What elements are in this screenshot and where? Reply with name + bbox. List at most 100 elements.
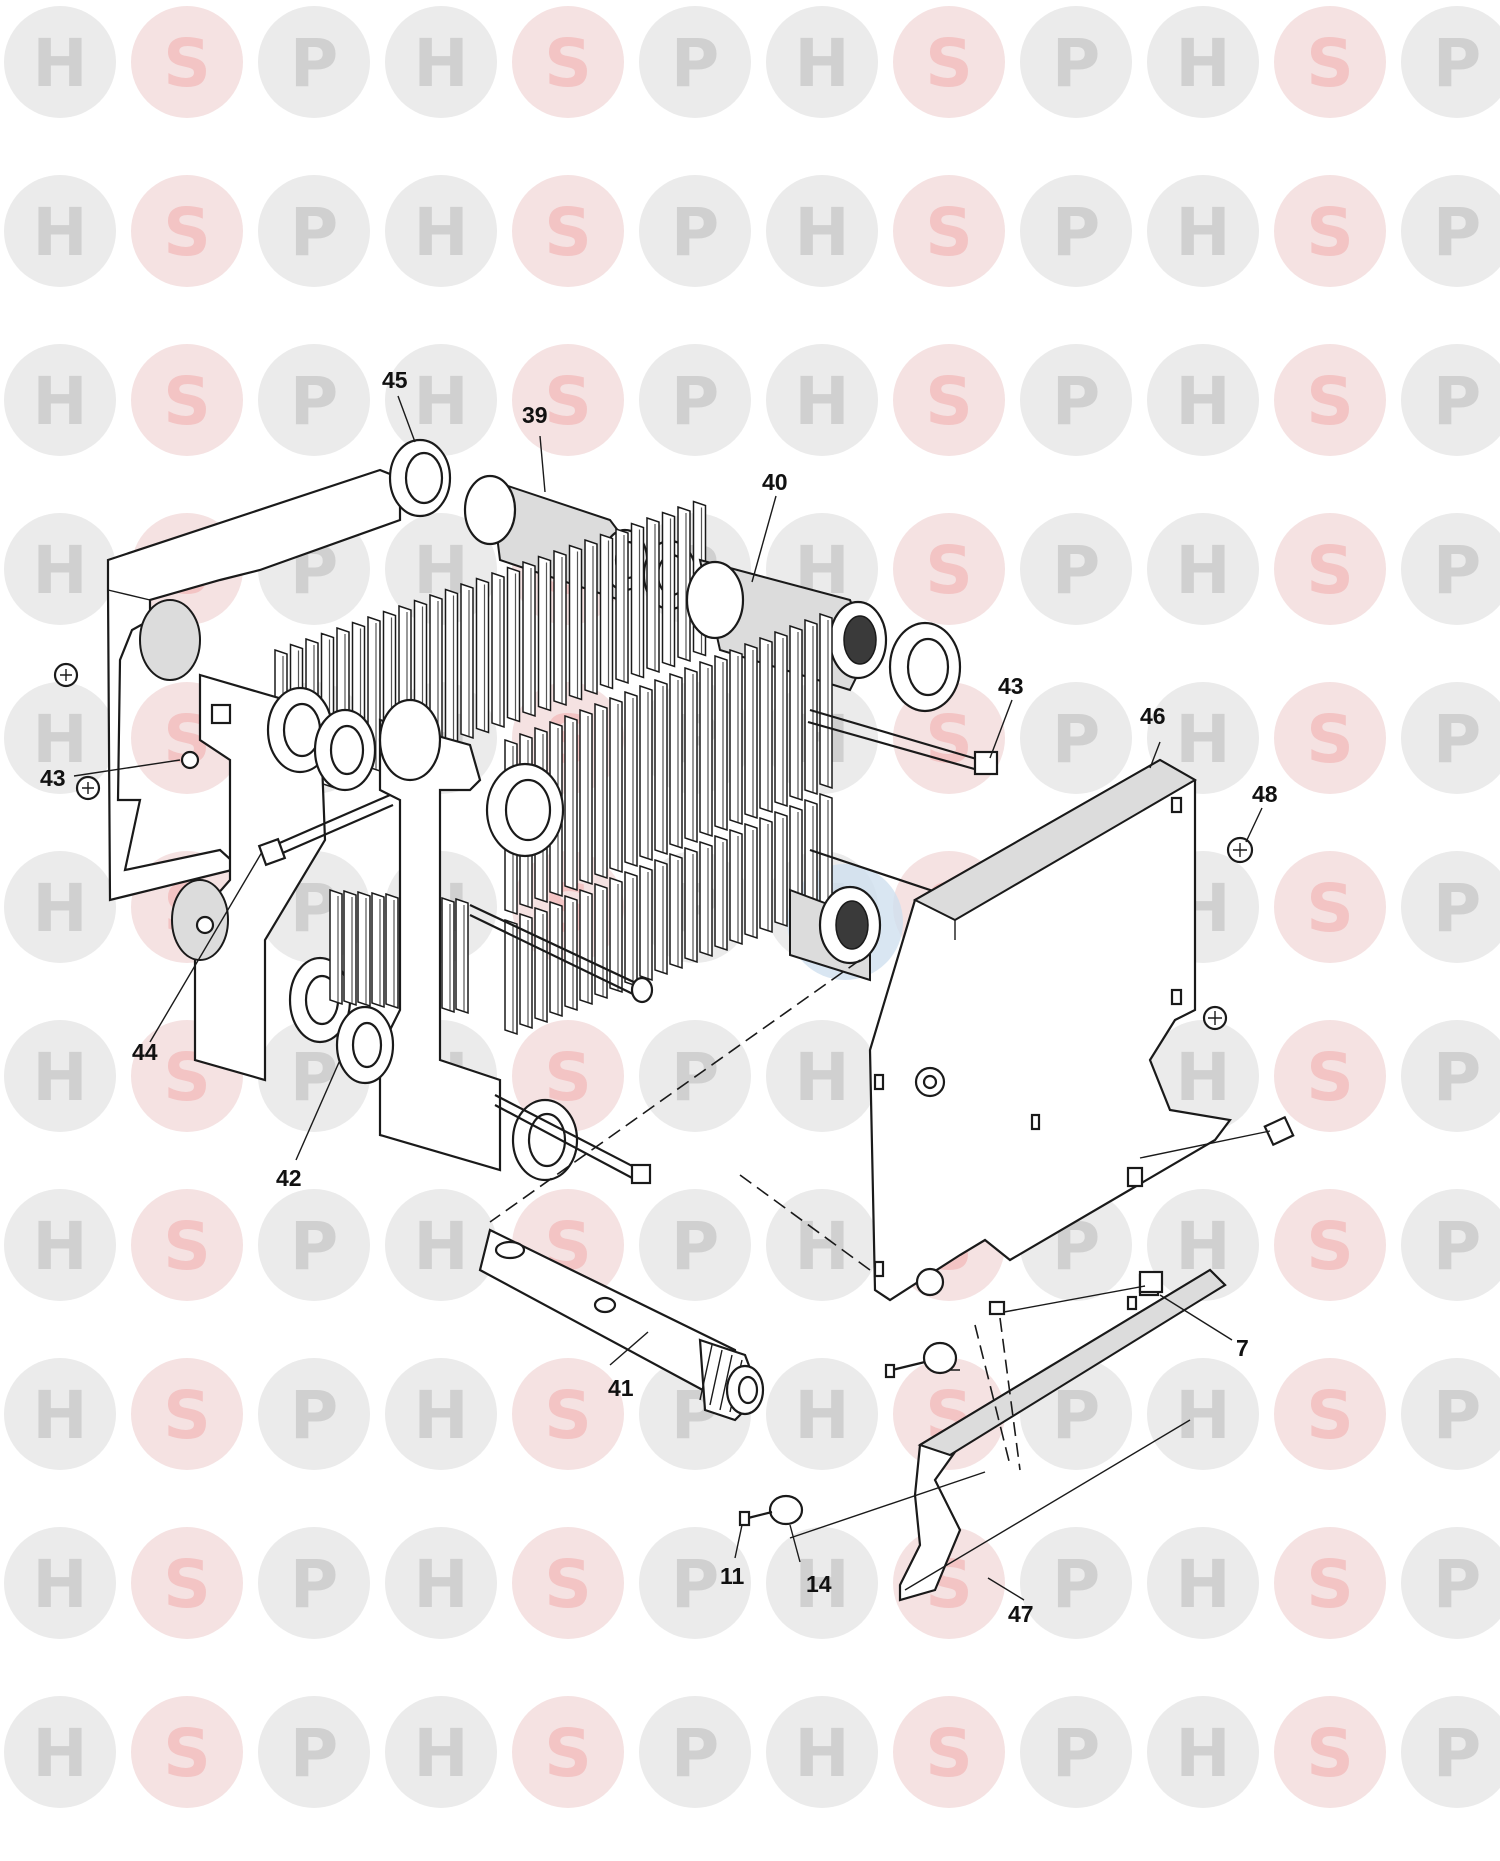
watermark-circle [258, 1696, 370, 1808]
watermark-circle [893, 513, 1005, 625]
watermark-letter: S [1306, 701, 1354, 778]
watermark-circle [893, 344, 1005, 456]
fin [491, 571, 505, 729]
watermark-letter: P [290, 1039, 338, 1116]
watermark-letter: S [163, 1377, 211, 1454]
fin [594, 702, 608, 880]
watermark-circle [1147, 1020, 1259, 1132]
watermark-circle [4, 1527, 116, 1639]
watermark-letter: S [544, 194, 592, 271]
fin [759, 816, 773, 934]
watermark-circle [1147, 6, 1259, 118]
fin [329, 888, 343, 1006]
watermark-letter: H [413, 194, 468, 271]
watermark-circle [1147, 175, 1259, 287]
watermark-circle [1401, 851, 1500, 963]
watermark-letter: S [163, 363, 211, 440]
watermark-letter: H [1175, 1208, 1230, 1285]
watermark-letter: S [1306, 1208, 1354, 1285]
callout-14: 14 [806, 1571, 832, 1597]
callout-43-left: 43 [40, 765, 66, 791]
watermark-circle [893, 175, 1005, 287]
watermark-circle [766, 344, 878, 456]
fin [564, 714, 578, 892]
grommet-48 [1202, 836, 1254, 1031]
watermark-circle [131, 1696, 243, 1808]
watermark-circle [1274, 344, 1386, 456]
fin [549, 900, 563, 1018]
watermark-circle [4, 1020, 116, 1132]
watermark-circle [258, 344, 370, 456]
fin [599, 533, 614, 690]
watermark-letter: H [32, 870, 87, 947]
watermark-circle [385, 1696, 497, 1808]
fin [677, 505, 691, 663]
watermark-circle [385, 1189, 497, 1301]
watermark-letter: S [1306, 1377, 1354, 1454]
fin [646, 516, 660, 674]
fin [714, 834, 728, 952]
callout-47: 47 [1008, 1601, 1034, 1627]
watermark-letter: S [163, 194, 211, 271]
fin [669, 672, 683, 850]
watermark-circle [512, 344, 624, 456]
watermark-letter: P [290, 25, 338, 102]
watermark-circle [1147, 513, 1259, 625]
fin [804, 618, 818, 796]
watermark-circle [512, 6, 624, 118]
watermark-letter: H [1175, 1715, 1230, 1792]
watermark-circle [639, 1189, 751, 1301]
watermark-circle [1401, 1189, 1500, 1301]
watermark-letter: H [32, 194, 87, 271]
watermark-letter: P [1433, 870, 1481, 947]
watermark-circle [1401, 1020, 1500, 1132]
watermark-circle [1274, 6, 1386, 118]
watermark-circle [385, 175, 497, 287]
watermark-circle [1274, 1189, 1386, 1301]
fin [630, 522, 645, 679]
watermark-letter: P [671, 1546, 719, 1623]
gasket-45 [388, 438, 452, 518]
fin [661, 511, 676, 668]
callout-43-right: 43 [998, 673, 1024, 699]
watermark-letter: S [1306, 870, 1354, 947]
watermark-letter: P [1052, 701, 1100, 778]
fin [343, 889, 357, 1007]
fin [684, 666, 698, 844]
callout-44: 44 [132, 1039, 158, 1065]
watermark-letter: S [925, 532, 973, 609]
watermark-letter: S [163, 1546, 211, 1623]
watermark-letter: H [794, 1377, 849, 1454]
watermark-circle [4, 175, 116, 287]
watermark-letter: S [1306, 1039, 1354, 1116]
watermark-letter: P [671, 1715, 719, 1792]
watermark-letter: H [32, 1546, 87, 1623]
fin [654, 858, 668, 976]
watermark-letter: S [925, 194, 973, 271]
watermark-letter: H [794, 363, 849, 440]
watermark-letter: S [544, 25, 592, 102]
watermark-letter: P [290, 1546, 338, 1623]
watermark-letter: P [1433, 25, 1481, 102]
watermark-circle [1020, 6, 1132, 118]
watermark-letter: H [794, 194, 849, 271]
watermark-letter: P [1052, 194, 1100, 271]
fin [537, 555, 552, 712]
assembly-lines [489, 959, 1271, 1539]
watermark-circle [766, 1527, 878, 1639]
watermark-circle [1401, 682, 1500, 794]
watermark-letter: H [794, 1039, 849, 1116]
watermark-circle [1274, 1527, 1386, 1639]
watermark-circle [1147, 1358, 1259, 1470]
watermark-letter: P [1433, 1208, 1481, 1285]
watermark-circle [258, 1527, 370, 1639]
watermark-circle [766, 175, 878, 287]
screw-washer-set [738, 1341, 958, 1527]
watermark-circle [258, 1189, 370, 1301]
watermark-circle [893, 1358, 1005, 1470]
watermark-letter: H [413, 1377, 468, 1454]
fin [654, 678, 668, 856]
watermark-circle [512, 1527, 624, 1639]
watermark-circle [1274, 851, 1386, 963]
fin [553, 549, 567, 707]
